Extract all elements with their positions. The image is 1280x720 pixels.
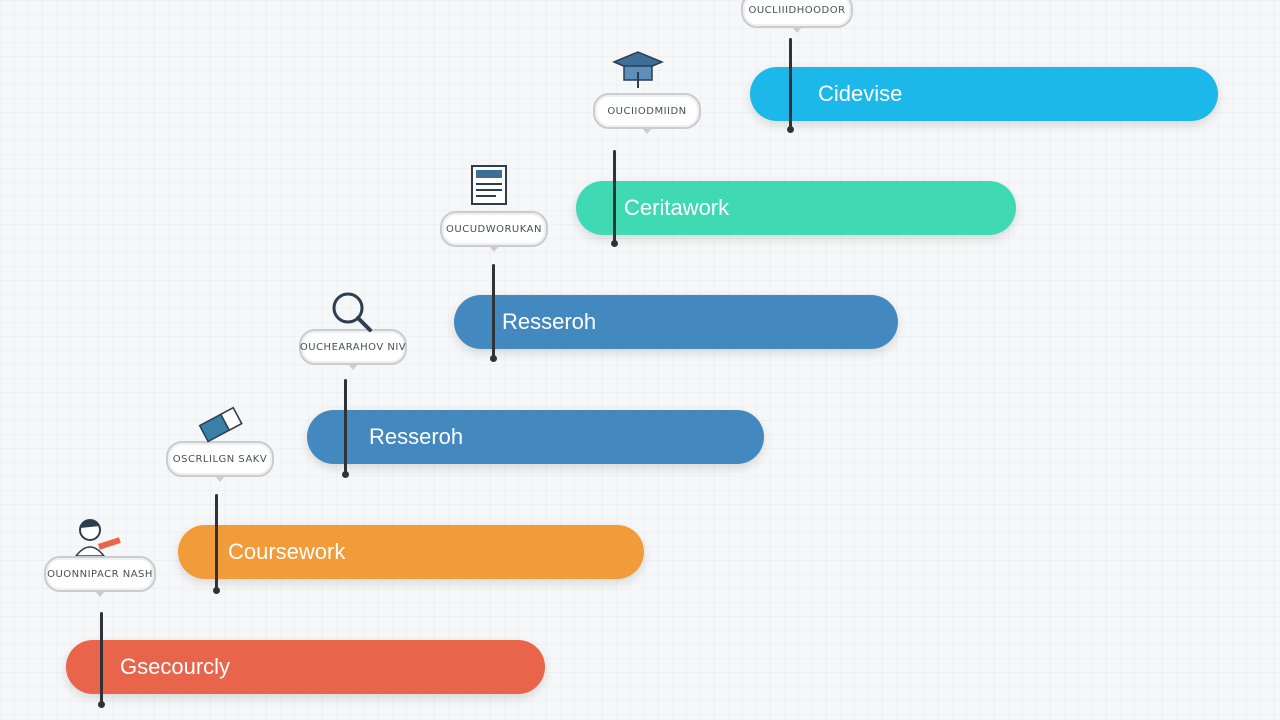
document-icon (471, 165, 507, 205)
step-bubble: OUCHEARAHOV NIV (299, 329, 407, 370)
step-bubble: OUCLIIIDHOODOR (741, 0, 853, 33)
bar-label: Coursework (228, 539, 346, 564)
bar-label: Resseroh (502, 309, 597, 334)
timeline-bar-1: Gsecourcly (66, 640, 545, 694)
timeline-pin (611, 150, 618, 247)
timeline-bar-3: Resseroh (307, 410, 764, 464)
timeline-bar-5: Ceritawork (576, 181, 1016, 235)
graduation-cap-icon (612, 51, 664, 88)
bar-label: Gsecourcly (120, 654, 231, 679)
bar-label: Ceritawork (624, 195, 730, 220)
bubble-text: OSCRLILGN SAKV (172, 453, 268, 465)
bubble-text: OUCLIIIDHOODOR (748, 4, 846, 16)
timeline-pin (213, 494, 220, 594)
book-icon (198, 406, 243, 443)
bubble-text: OUONNIPACR NASH (47, 568, 153, 580)
bubble-text: OUCHEARAHOV NIV (299, 341, 407, 353)
step-bubble: OUCIIODMIIDN (593, 93, 701, 134)
bubble-text: OUCIIODMIIDN (607, 105, 687, 117)
timeline-pin (490, 264, 497, 362)
step-bubble: OUCUDWORUKAN (440, 211, 548, 252)
bar-label: Cidevise (818, 81, 903, 106)
search-icon (332, 292, 372, 332)
step-bubble: OSCRLILGN SAKV (166, 441, 274, 482)
timeline-bar-6: Cidevise (750, 67, 1218, 121)
timeline-bar-2: Coursework (178, 525, 644, 579)
person-icon (75, 519, 121, 556)
bubble-text: OUCUDWORUKAN (446, 223, 542, 235)
bar-label: Resseroh (369, 424, 464, 449)
timeline-bar-4: Resseroh (454, 295, 898, 349)
timeline-pin (787, 38, 794, 133)
timeline-pin (342, 379, 349, 478)
step-bubble: OUONNIPACR NASH (44, 556, 156, 597)
timeline-pin (98, 612, 105, 708)
